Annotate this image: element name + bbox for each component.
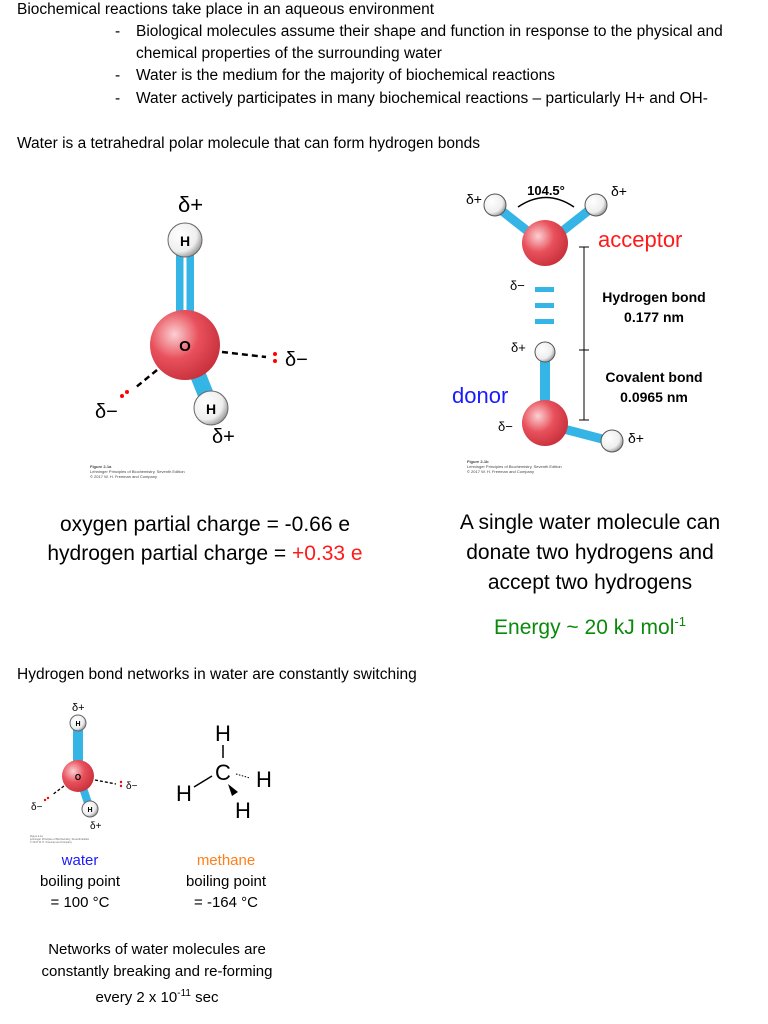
figure-caption: Lehninger Principles of Biochemistry, Se… bbox=[30, 838, 90, 841]
water-molecule-figure-a: O H H δ− δ− δ+ δ+ Figure 2-1a Lehninger … bbox=[90, 183, 706, 479]
delta-plus-label: δ+ bbox=[178, 192, 203, 217]
figure-caption: Figure 2-1a bbox=[30, 835, 43, 838]
oxygen-label: O bbox=[179, 338, 191, 355]
water-molecule-figure-b: 104.5° δ+ δ+ acceptor δ− Hydrogen bond 0… bbox=[452, 183, 706, 474]
hydrogen-atom bbox=[69, 714, 87, 732]
water-bp-label: boiling point bbox=[39, 873, 121, 890]
delta-minus-label: δ− bbox=[31, 802, 43, 813]
section2-heading: Hydrogen bond networks in water are cons… bbox=[17, 666, 417, 683]
bullet-dash: - bbox=[115, 23, 121, 40]
delta-plus-label: δ+ bbox=[212, 426, 235, 448]
hydrogen-charge-label: hydrogen partial charge = bbox=[47, 542, 292, 565]
delta-plus-label: δ+ bbox=[511, 340, 526, 355]
hydrogen-charge: hydrogen partial charge = +0.33 e bbox=[0, 539, 410, 568]
single-molecule-text: donate two hydrogens and bbox=[466, 541, 714, 564]
figure-caption: Lehninger Principles of Biochemistry, Se… bbox=[90, 469, 185, 474]
delta-plus-label: δ+ bbox=[90, 821, 102, 832]
lone-pair-dash bbox=[221, 350, 267, 359]
bullet-text: Water is the medium for the majority of … bbox=[136, 67, 555, 84]
delta-plus-label: δ+ bbox=[466, 191, 482, 207]
hydrogen-atom bbox=[483, 193, 507, 217]
acceptor-label: acceptor bbox=[598, 227, 682, 252]
oxygen-atom bbox=[522, 220, 568, 266]
carbon-label: C bbox=[215, 760, 231, 785]
figure-caption: Lehninger Principles of Biochemistry, Se… bbox=[467, 464, 562, 469]
delta-minus-label: δ− bbox=[126, 781, 138, 792]
oxygen-label: O bbox=[75, 773, 81, 782]
delta-minus-label: δ− bbox=[95, 401, 118, 423]
delta-plus-label: δ+ bbox=[611, 183, 627, 199]
figure-caption: © 2017 W. H. Freeman and Company bbox=[90, 474, 157, 479]
bullet-text: Biological molecules assume their shape … bbox=[136, 23, 723, 40]
hydrogen-atom bbox=[81, 800, 99, 818]
oxygen-atom bbox=[150, 310, 220, 380]
bullet-dash: - bbox=[115, 67, 121, 84]
networks-text: Networks of water molecules are bbox=[48, 941, 266, 958]
delta-minus-label: δ− bbox=[285, 349, 308, 371]
figure-caption: Figure 2-1a bbox=[90, 464, 112, 469]
methane-label: methane bbox=[196, 852, 256, 869]
oxygen-charge: oxygen partial charge = -0.66 e bbox=[59, 513, 351, 536]
hydrogen-atom bbox=[534, 341, 556, 363]
methane-bp-label: boiling point bbox=[185, 873, 267, 890]
energy-label: Energy ~ 20 kJ mol bbox=[494, 616, 675, 639]
angle-arc bbox=[517, 196, 575, 208]
methane-structure: H C H H H bbox=[176, 721, 272, 823]
section1-heading: Water is a tetrahedral polar molecule th… bbox=[17, 135, 480, 152]
covalent-bond-label: Covalent bond bbox=[605, 369, 702, 385]
hydrogen-label: H bbox=[176, 781, 192, 806]
bullet-dash: - bbox=[115, 90, 121, 107]
covalent-bond-length: 0.0965 nm bbox=[620, 389, 688, 405]
delta-plus-label: δ+ bbox=[628, 430, 644, 446]
networks-exponent: -11 bbox=[177, 988, 191, 999]
figure-caption: © 2017 W. H. Freeman and Company bbox=[30, 841, 73, 844]
hydrogen-label: H bbox=[235, 798, 251, 823]
single-molecule-text: accept two hydrogens bbox=[487, 571, 693, 594]
single-molecule-text: A single water molecule can bbox=[459, 511, 721, 534]
hydrogen-atom bbox=[167, 222, 203, 258]
delta-minus-label: δ− bbox=[510, 278, 525, 293]
hydrogen-bond-length: 0.177 nm bbox=[624, 309, 684, 325]
hydrogen-bond-label: Hydrogen bond bbox=[602, 289, 705, 305]
water-bp-value: = 100 °C bbox=[50, 894, 110, 911]
figure-caption: © 2017 W. H. Freeman and Company bbox=[467, 469, 534, 474]
delta-minus-label: δ− bbox=[498, 419, 513, 434]
bullet-text: Water actively participates in many bioc… bbox=[136, 90, 708, 107]
hydrogen-label: H bbox=[87, 807, 92, 814]
oxygen-atom bbox=[522, 400, 568, 446]
networks-text: constantly breaking and re-forming bbox=[41, 963, 273, 980]
bullet-text: chemical properties of the surrounding w… bbox=[136, 45, 442, 62]
bond-angle-label: 104.5° bbox=[527, 183, 565, 198]
methane-bp-value: = -164 °C bbox=[194, 894, 258, 911]
energy-exponent: -1 bbox=[674, 614, 686, 629]
hydrogen-atom bbox=[193, 390, 229, 426]
water-label: water bbox=[61, 852, 99, 869]
lone-pair-dash bbox=[134, 369, 158, 389]
energy-text: Energy ~ 20 kJ mol-1 bbox=[430, 607, 750, 642]
networks-text: every 2 x 10-11 sec bbox=[0, 983, 314, 1008]
hydrogen-label: H bbox=[256, 767, 272, 792]
oxygen-atom bbox=[62, 760, 94, 792]
hydrogen-label: H bbox=[215, 721, 231, 746]
hydrogen-atom bbox=[600, 429, 624, 453]
delta-plus-label: δ+ bbox=[72, 702, 85, 714]
hydrogen-atom bbox=[584, 193, 608, 217]
hydrogen-label: H bbox=[75, 721, 80, 728]
networks-unit: sec bbox=[190, 989, 219, 1006]
networks-rate: every 2 x 10 bbox=[95, 989, 178, 1006]
intro-heading: Biochemical reactions take place in an a… bbox=[17, 1, 435, 18]
figure-caption: Figure 2-1b bbox=[467, 459, 489, 464]
donor-label: donor bbox=[452, 383, 508, 408]
hydrogen-charge-value: +0.33 e bbox=[291, 542, 363, 565]
hydrogen-label: H bbox=[206, 401, 216, 417]
hydrogen-label: H bbox=[180, 233, 190, 249]
